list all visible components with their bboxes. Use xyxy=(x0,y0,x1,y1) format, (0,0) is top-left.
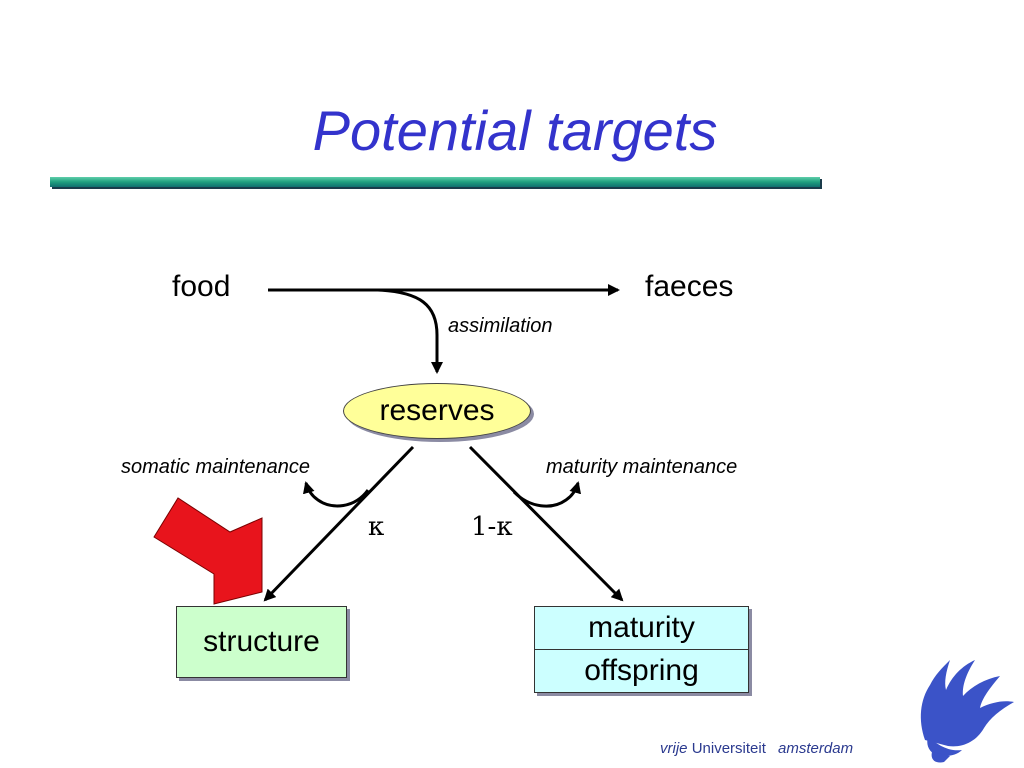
faeces-label: faeces xyxy=(645,270,734,303)
title-underline xyxy=(50,177,820,187)
somatic-maintenance-arrow xyxy=(302,481,370,508)
maturity-maintenance-label: maturity maintenance xyxy=(546,456,738,478)
kappa-arrow xyxy=(263,445,415,602)
structure-node: structure xyxy=(176,606,347,678)
vu-griffin-logo-icon xyxy=(920,660,1014,763)
offspring-cell: offspring xyxy=(584,654,699,687)
somatic-maintenance-label: somatic maintenance xyxy=(121,456,310,478)
one-minus-kappa-arrow xyxy=(468,445,624,602)
maturity-cell: maturity xyxy=(535,607,748,650)
assimilation-arrow xyxy=(377,288,443,374)
one-minus-kappa-label: 1-κ xyxy=(471,512,513,542)
logo-word-universiteit: Universiteit xyxy=(691,740,766,757)
reserves-node: reserves xyxy=(343,383,531,439)
university-logo-text: vrije Universiteit amsterdam xyxy=(660,740,853,757)
red-target-arrow-icon xyxy=(153,497,263,605)
maturity-offspring-node: maturity offspring xyxy=(534,606,749,693)
logo-word-vrije: vrije xyxy=(660,740,688,757)
food-label: food xyxy=(172,270,231,303)
maturity-maintenance-arrow xyxy=(512,481,582,508)
kappa-label: κ xyxy=(368,512,385,542)
slide-title: Potential targets xyxy=(312,99,718,162)
logo-word-amsterdam: amsterdam xyxy=(778,740,854,757)
assimilation-label: assimilation xyxy=(448,315,553,337)
